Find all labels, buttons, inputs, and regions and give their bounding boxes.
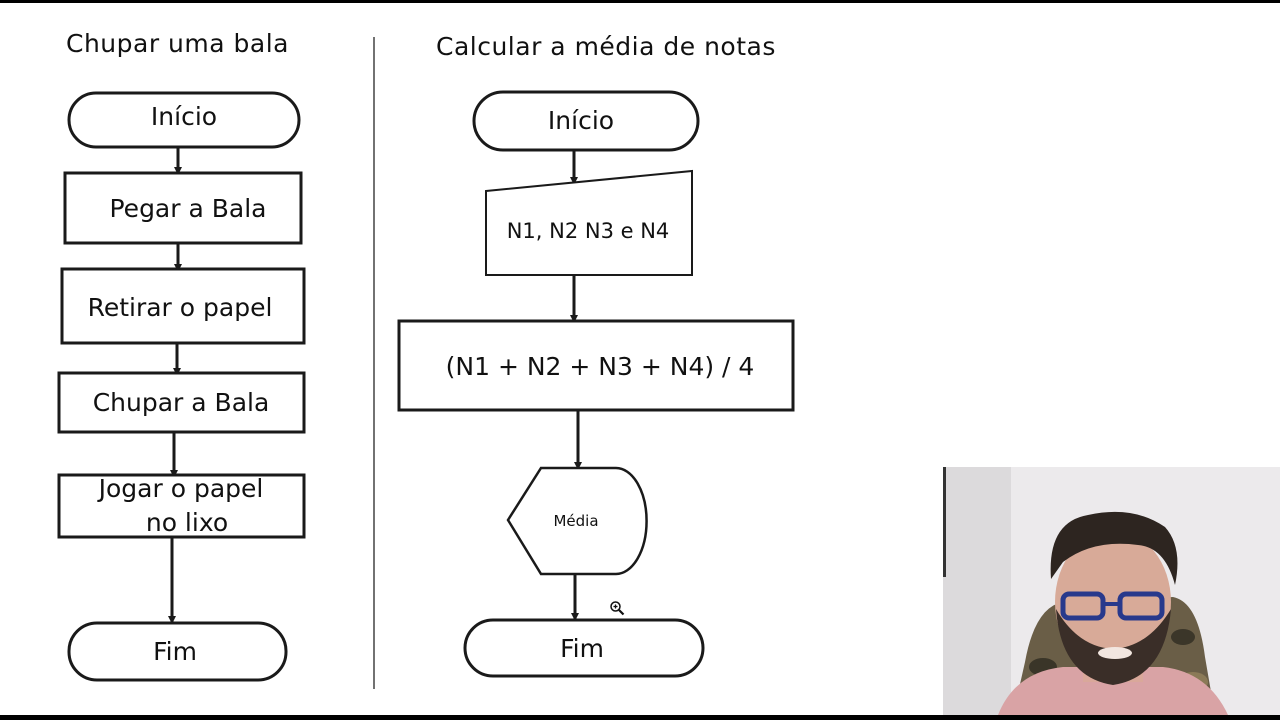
presenter-video-image — [943, 467, 1280, 715]
right-manual-input-label: N1, N2 N3 e N4 — [507, 219, 670, 243]
right-display-output-label: Média — [553, 512, 598, 530]
left-process-retirar-label: Retirar o papel — [88, 293, 273, 322]
left-end-terminator — [67, 621, 288, 682]
left-start-terminator — [67, 91, 301, 149]
right-diagram-title: Calcular a média de notas — [436, 32, 776, 61]
webcam-overlay — [943, 467, 1280, 715]
left-process-jogar-label-line1: Jogar o papel — [97, 474, 264, 503]
right-start-terminator — [472, 90, 700, 152]
right-process-media-label: (N1 + N2 + N3 + N4) / 4 — [446, 352, 755, 381]
zoom-in-cursor-icon — [610, 601, 625, 616]
left-process-chupar-label: Chupar a Bala — [93, 388, 270, 417]
right-end-terminator — [463, 618, 705, 678]
left-process-retirar — [60, 267, 306, 345]
slide-canvas: Chupar uma bala Início Pegar a Bala Reti… — [0, 3, 1280, 715]
right-display-output — [506, 466, 648, 576]
left-diagram-title: Chupar uma bala — [66, 29, 289, 58]
right-end-label: Fim — [560, 634, 604, 663]
left-process-chupar — [57, 371, 306, 434]
right-start-label: Início — [548, 106, 614, 135]
left-start-label: Início — [151, 102, 217, 131]
left-process-pegar-label: Pegar a Bala — [110, 194, 267, 223]
left-process-jogar-label-line2: no lixo — [146, 508, 228, 537]
left-end-label: Fim — [153, 637, 197, 666]
flowchart-canvas: Chupar uma bala Início Pegar a Bala Reti… — [57, 29, 795, 689]
right-process-media — [397, 319, 795, 412]
left-process-pegar — [63, 171, 303, 245]
right-manual-input — [485, 169, 693, 276]
left-process-jogar — [57, 473, 306, 539]
